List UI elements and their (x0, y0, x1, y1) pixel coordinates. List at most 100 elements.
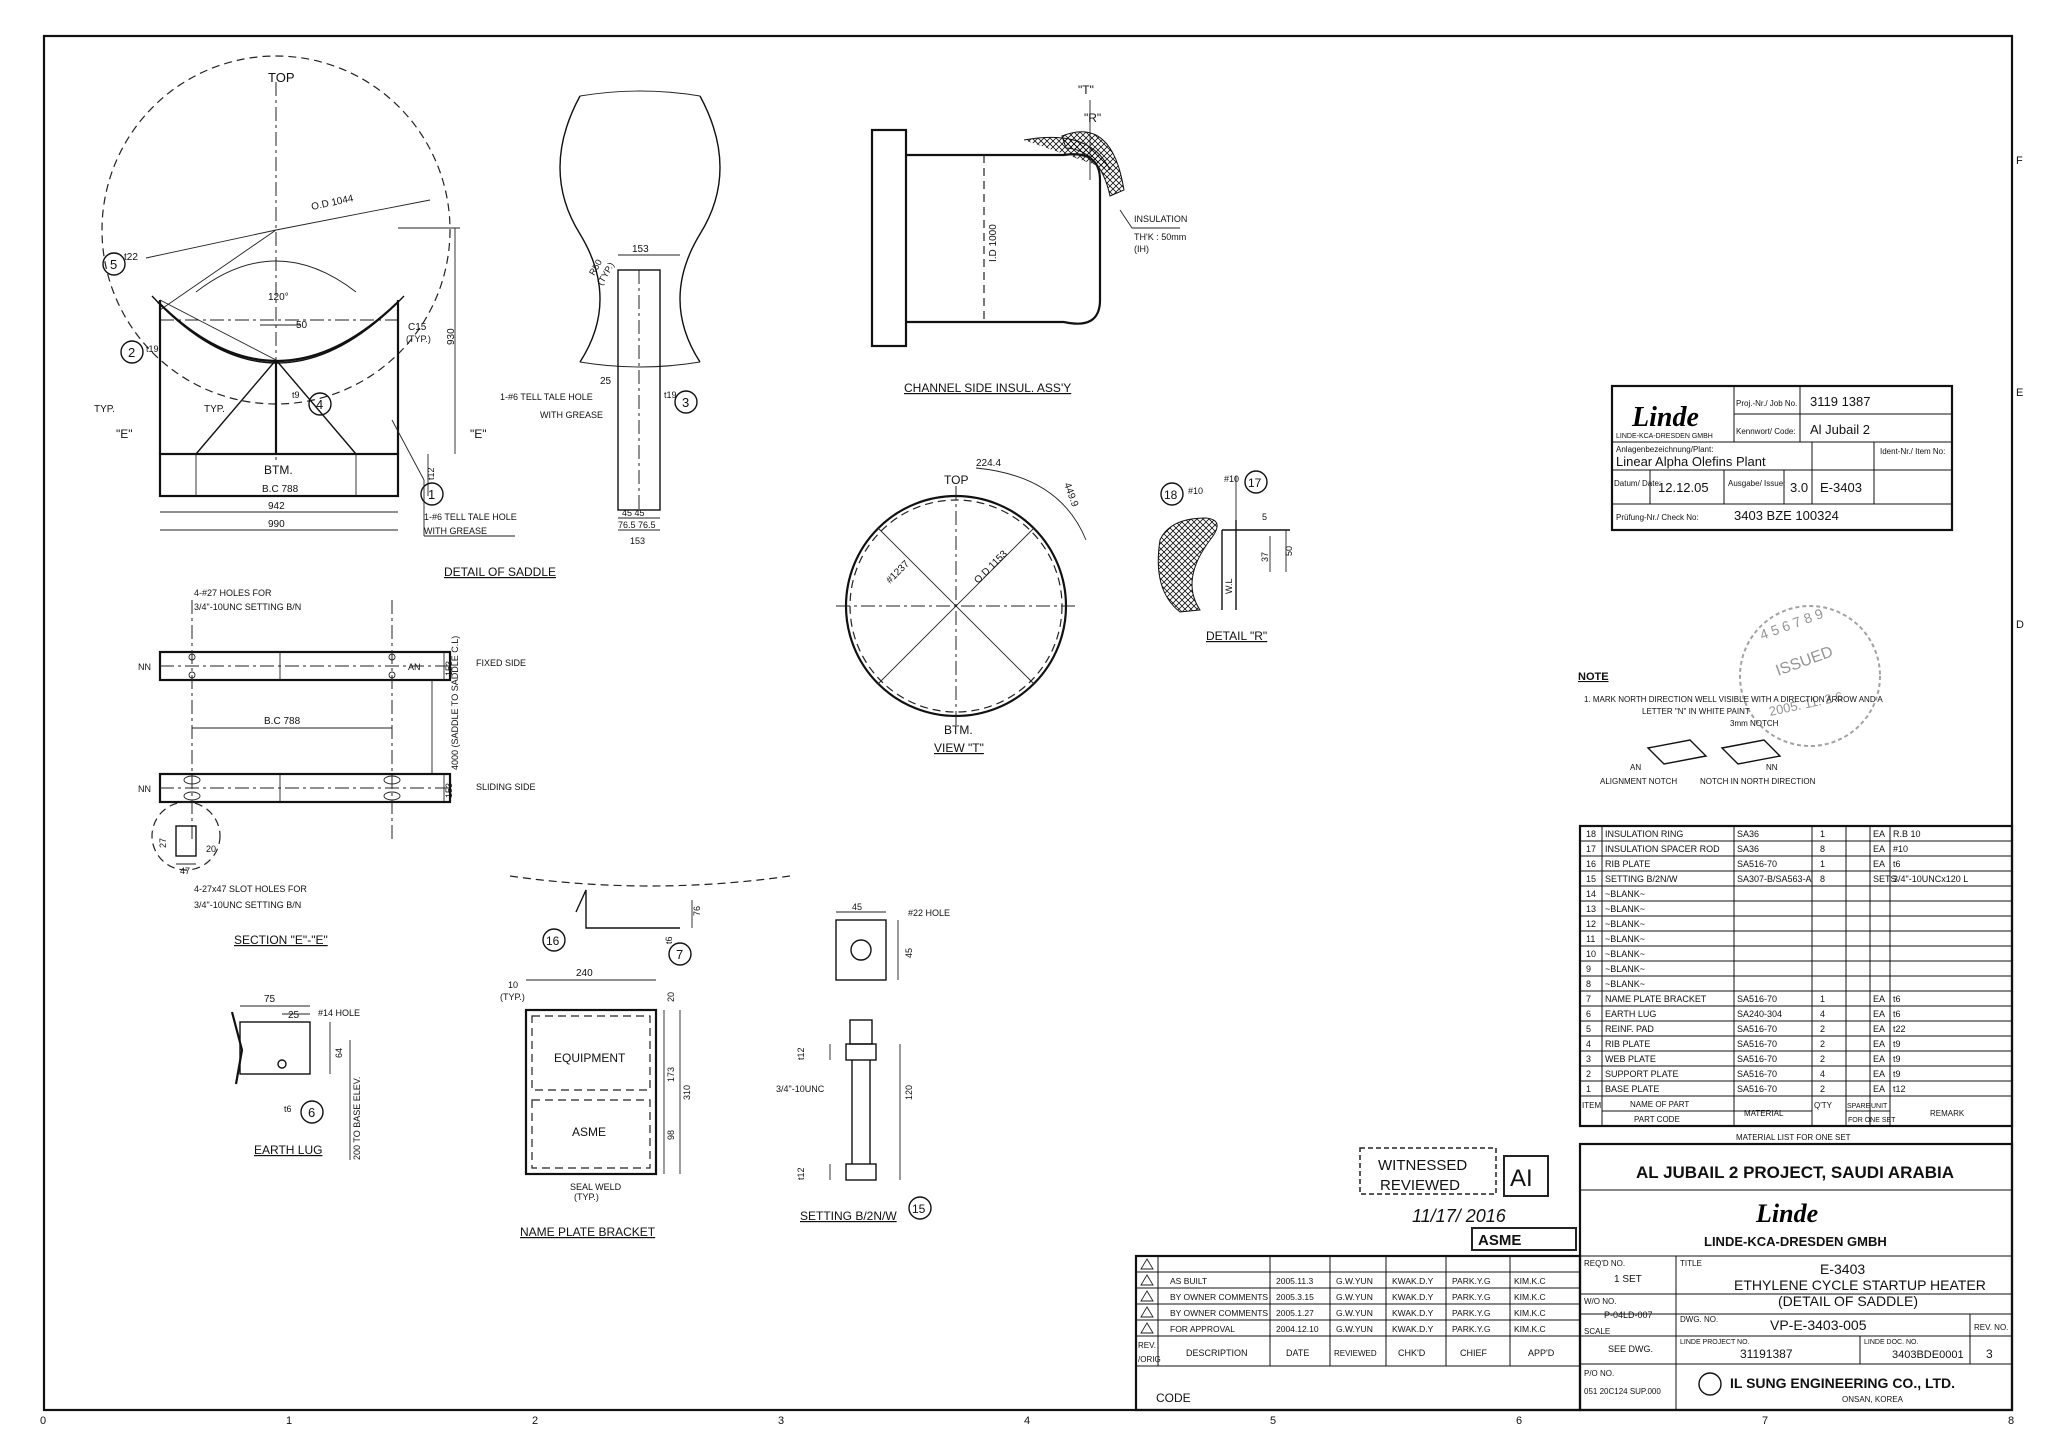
revision-cell: KWAK.D.Y (1392, 1276, 1434, 1286)
info-issue: 3.0 (1790, 480, 1808, 495)
material-cell: RIB PLATE (1605, 1039, 1650, 1049)
revision-cell: G.W.YUN (1336, 1276, 1373, 1286)
material-cell: BASE PLATE (1605, 1084, 1659, 1094)
rib-76-label: 76.5 76.5 (618, 520, 656, 530)
rib-153b-label: 153 (630, 536, 645, 546)
sece-dist: 4000 (SADDLE TO SADDLE C.L) (450, 636, 460, 770)
issued-stamp: 4 5 6 7 8 9 ISSUED 2005. 11. 2 6 (1739, 605, 1881, 747)
npb-173: 173 (666, 1067, 676, 1082)
revision-cell: 2004.12.10 (1276, 1324, 1319, 1334)
callout-2: 2 (128, 345, 135, 360)
npb-asme: ASME (572, 1125, 606, 1139)
material-cell: SA36 (1737, 844, 1759, 854)
material-cell: EA (1873, 829, 1885, 839)
section-e-e: 4-#27 HOLES FOR 3/4"-10UNC SETTING B/N N… (138, 588, 536, 947)
revision-cell: KWAK.D.Y (1392, 1292, 1434, 1302)
material-cell: EA (1873, 994, 1885, 1004)
callout-7: 7 (676, 947, 683, 962)
earthlug-64: 64 (334, 1048, 344, 1058)
material-cell: #10 (1893, 844, 1908, 854)
tb-scale-label: SCALE (1584, 1327, 1610, 1336)
saddle-grease-label: WITH GREASE (424, 526, 487, 536)
setting-120: 120 (904, 1085, 914, 1100)
material-cell: 13 (1586, 904, 1596, 914)
tb-rev: 3 (1986, 1347, 1993, 1361)
rev-h-rev: REV. (1138, 1341, 1156, 1350)
earthlug-elev: 200 TO BASE ELEV. (352, 1077, 362, 1160)
note-line1: 1. MARK NORTH DIRECTION WELL VISIBLE WIT… (1584, 695, 1883, 704)
ml-h-name: NAME OF PART (1630, 1100, 1689, 1109)
sece-27: 27 (158, 838, 168, 848)
npb-typ: (TYP.) (500, 992, 525, 1002)
material-cell: 14 (1586, 889, 1596, 899)
revision-triangle-icon (1140, 1322, 1154, 1334)
info-proj: 3119 1387 (1810, 394, 1871, 409)
saddle-hole-label: 1-#6 TELL TALE HOLE (424, 512, 517, 522)
border-col-label: 3 (778, 1415, 784, 1427)
border-row-label: D (2016, 619, 2024, 631)
material-cell: INSULATION SPACER ROD (1605, 844, 1720, 854)
material-cell: NAME PLATE BRACKET (1605, 994, 1707, 1004)
callout-3: 3 (682, 395, 689, 410)
saddle-c15-label: C15 (408, 322, 427, 333)
material-cell: ~BLANK~ (1605, 919, 1645, 929)
tb-company: LINDE-KCA-DRESDEN GMBH (1704, 1234, 1887, 1249)
material-cell: 1 (1820, 859, 1825, 869)
material-cell: ~BLANK~ (1605, 964, 1645, 974)
callout-4: 4 (316, 397, 323, 412)
saddle-top-label: TOP (268, 70, 295, 85)
material-cell: 4 (1820, 1009, 1825, 1019)
tb-location: ONSAN, KOREA (1842, 1395, 1904, 1404)
material-cell: 3 (1586, 1054, 1591, 1064)
callout-5: 5 (110, 257, 117, 272)
revision-triangle-icon (1140, 1274, 1154, 1286)
revision-cell: G.W.YUN (1336, 1308, 1373, 1318)
material-cell: SA516-70 (1737, 1069, 1777, 1079)
revision-cell: 2005.1.27 (1276, 1308, 1314, 1318)
view-t: TOP 224.4 449.9 O.D 1153 #1237 BTM. VIEW… (836, 458, 1087, 755)
border-col-label: 5 (1270, 1415, 1276, 1427)
revision-cell: BY OWNER COMMENTS (1170, 1292, 1268, 1302)
border-row-label: E (2016, 387, 2023, 399)
channel-id-label: I.D 1000 (988, 224, 999, 262)
material-cell: 8 (1820, 844, 1825, 854)
saddle-930-label: 930 (446, 328, 457, 345)
note-notch: 3mm NOTCH (1730, 719, 1779, 728)
detailr-wl: W.L (1224, 578, 1234, 594)
material-cell: t12 (1893, 1084, 1906, 1094)
rib-plate-view: 153 R50 (TYP.) 25 1-#6 TELL TALE HOLE WI… (500, 90, 721, 546)
tb-reqd-label: REQ'D NO. (1584, 1259, 1625, 1268)
info-issue-label: Ausgabe/ Issue: (1728, 479, 1785, 488)
revision-cell: BY OWNER COMMENTS (1170, 1308, 1268, 1318)
info-date-label: Datum/ Date: (1614, 479, 1661, 488)
rib-hole-label: 1-#6 TELL TALE HOLE (500, 392, 593, 402)
info-brand-sub: LINDE-KCA-DRESDEN GMBH (1616, 433, 1713, 440)
saddle-title: DETAIL OF SADDLE (444, 565, 556, 579)
material-cell: EA (1873, 1084, 1885, 1094)
setting-t12a: t12 (796, 1047, 806, 1060)
saddle-d50-label: 50 (296, 320, 308, 331)
revision-cell: KIM.K.C (1514, 1276, 1546, 1286)
channel-ins1: INSULATION (1134, 214, 1187, 224)
earthlug-25: 25 (288, 1010, 300, 1021)
tb-project: AL JUBAIL 2 PROJECT, SAUDI ARABIA (1636, 1163, 1954, 1182)
material-cell: t6 (1893, 859, 1901, 869)
npb-seal1: SEAL WELD (570, 1182, 622, 1192)
sece-bc: B.C 788 (264, 716, 301, 727)
material-cell: 2 (1820, 1084, 1825, 1094)
detailr-5: 5 (1262, 512, 1267, 522)
material-cell: EA (1873, 1069, 1885, 1079)
material-cell: 10 (1586, 949, 1596, 959)
viewt-od: O.D 1153 (972, 548, 1010, 586)
revision-cell: KWAK.D.Y (1392, 1308, 1434, 1318)
detailr-f10b: #10 (1224, 474, 1239, 484)
material-cell: 16 (1586, 859, 1596, 869)
ml-footer: MATERIAL LIST FOR ONE SET (1736, 1133, 1851, 1142)
revision-cell: G.W.YUN (1336, 1292, 1373, 1302)
saddle-990-label: 990 (268, 519, 285, 530)
callout-1: 1 (428, 487, 435, 502)
channel-t-label: "T" (1078, 83, 1094, 97)
